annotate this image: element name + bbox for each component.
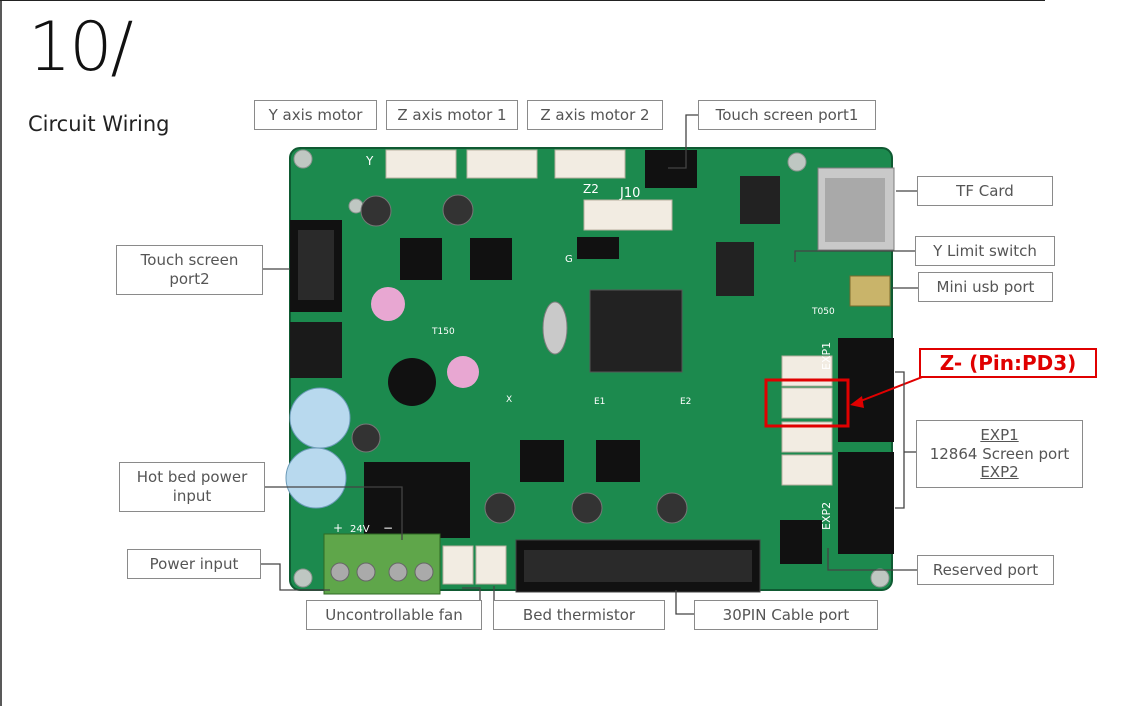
silk-plus: + <box>333 521 343 535</box>
pcb-board: J10 Z2 Y G T150 T050 E1 E2 X 24V + − EXP… <box>285 147 895 595</box>
label-power-input: Power input <box>127 549 261 579</box>
z-limit-highlight <box>764 378 850 428</box>
label-y-axis-motor: Y axis motor <box>254 100 377 130</box>
section-title: Circuit Wiring <box>28 112 170 136</box>
silk-exp2: EXP2 <box>820 502 833 530</box>
silk-t150: T150 <box>431 327 455 337</box>
silk-j10: J10 <box>619 186 640 201</box>
label-exp1: EXP1 <box>980 425 1019 444</box>
silk-t050: T050 <box>811 307 835 317</box>
silk-z2: Z2 <box>583 182 599 196</box>
label-touch-screen-port2-line2: port2 <box>169 270 210 288</box>
silk-minus: − <box>383 521 393 535</box>
label-exp2: EXP2 <box>980 463 1019 482</box>
label-touch-screen-port2-line1: Touch screen <box>140 251 239 270</box>
label-bed-thermistor: Bed thermistor <box>493 600 665 630</box>
label-tf-card: TF Card <box>917 176 1053 206</box>
label-hot-bed-line2: input <box>172 487 212 505</box>
callout-arrow <box>857 373 931 403</box>
silk-y: Y <box>365 154 374 168</box>
silk-e2: E2 <box>680 397 691 407</box>
label-screen-port: 12864 Screen port <box>929 444 1070 463</box>
silk-x: X <box>506 395 512 405</box>
label-reserved-port: Reserved port <box>917 555 1054 585</box>
label-uncontrollable-fan: Uncontrollable fan <box>306 600 482 630</box>
section-number: 10/ <box>28 8 133 87</box>
silk-24v: 24V <box>350 524 370 535</box>
label-hot-bed-line1: Hot bed power <box>136 468 248 487</box>
label-30pin-cable-port: 30PIN Cable port <box>694 600 878 630</box>
label-touch-screen-port1: Touch screen port1 <box>698 100 876 130</box>
silk-exp1: EXP1 <box>820 342 833 370</box>
label-z-axis-motor-2: Z axis motor 2 <box>527 100 663 130</box>
leader-lines <box>261 114 918 615</box>
silk-g: G <box>565 254 573 265</box>
z-limit-callout: Z- (Pin:PD3) <box>919 348 1097 378</box>
label-exp-screen-port: EXP1 12864 Screen port EXP2 <box>916 420 1083 488</box>
label-hot-bed-power-input: Hot bed power input <box>119 462 265 512</box>
label-y-limit-switch: Y Limit switch <box>915 236 1055 266</box>
label-touch-screen-port2: Touch screen port2 <box>116 245 263 295</box>
silk-e1: E1 <box>594 397 605 407</box>
label-mini-usb-port: Mini usb port <box>918 272 1053 302</box>
label-z-axis-motor-1: Z axis motor 1 <box>386 100 518 130</box>
